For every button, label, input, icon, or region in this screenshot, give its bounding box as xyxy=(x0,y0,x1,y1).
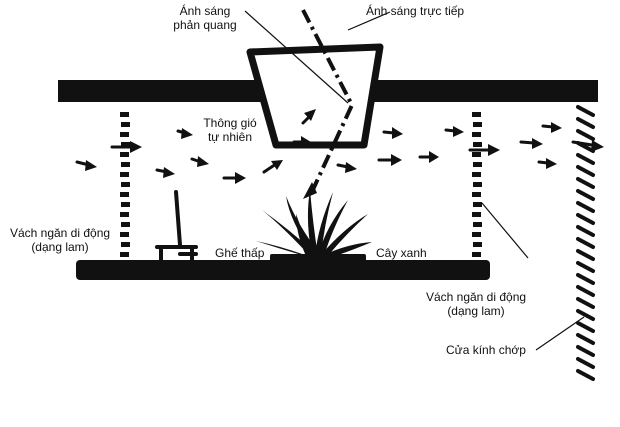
label-natural-ventilation: Thông gió tự nhiên xyxy=(203,116,257,144)
label-direct-light: Ánh sáng trực tiếp xyxy=(366,4,465,18)
label-reflected-light: Ánh sáng phản quang xyxy=(173,4,237,32)
low-chair xyxy=(155,190,198,264)
leader-lines xyxy=(244,10,585,351)
floor-slab xyxy=(76,260,490,280)
partition-louver-left xyxy=(120,112,130,257)
label-partition-left: Vách ngăn di động (dạng lam) xyxy=(9,226,111,254)
label-green-plant: Cây xanh xyxy=(376,246,427,260)
green-plant xyxy=(256,190,372,262)
label-louver-window: Cửa kính chớp xyxy=(446,343,526,357)
direct-light-ray xyxy=(301,9,355,197)
label-partition-right: Vách ngăn di động (dạng lam) xyxy=(425,290,527,318)
louver-window xyxy=(576,105,595,381)
partition-louver-right xyxy=(472,112,482,257)
ventilation-arrows xyxy=(75,109,604,184)
label-low-chair: Ghế thấp xyxy=(215,246,265,260)
skylight-opening xyxy=(246,43,384,149)
